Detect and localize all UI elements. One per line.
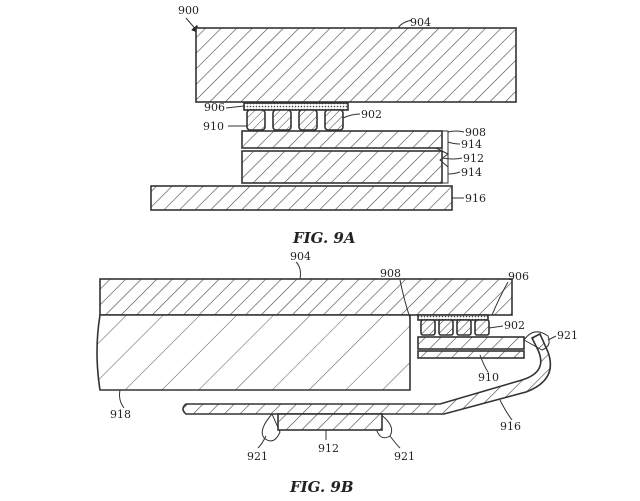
- label-912: 912: [463, 152, 484, 165]
- label-910-b: 910: [478, 371, 499, 384]
- label-914-upper: 914: [461, 138, 482, 151]
- label-904-b: 904: [290, 250, 311, 263]
- adhesive-914: [441, 130, 449, 184]
- caption-fig-9b: FIG. 9B: [289, 478, 354, 496]
- layer-906: [243, 102, 349, 111]
- layer-912: [241, 150, 443, 184]
- adhesive-921-left: [261, 413, 281, 442]
- leader-902-b: [488, 325, 504, 329]
- layer-910-b-lower: [417, 350, 525, 359]
- label-916-b: 916: [500, 420, 521, 433]
- bump-b-4: [474, 319, 490, 336]
- bump-4: [324, 109, 344, 131]
- label-908: 908: [465, 126, 486, 139]
- leader-921-left: [257, 435, 267, 449]
- leader-904-b: [295, 261, 301, 280]
- leader-918: [119, 389, 125, 409]
- layer-910-b: [417, 336, 525, 350]
- leader-910-b: [479, 354, 489, 373]
- layer-908: [241, 130, 443, 149]
- bump-2: [272, 109, 292, 131]
- panel-904-b: [99, 278, 513, 316]
- label-902: 902: [361, 108, 382, 121]
- label-921-mid: 921: [394, 450, 415, 463]
- adhesive-921-right: [523, 331, 550, 351]
- leader-908-b: [399, 279, 411, 319]
- leader-914b: [447, 171, 461, 175]
- leader-906-b: [491, 281, 509, 316]
- bumps-902: [246, 109, 344, 131]
- bump-b-1: [420, 319, 436, 336]
- leader-914a: [447, 141, 461, 145]
- label-908-b: 908: [380, 267, 401, 280]
- label-918: 918: [110, 408, 131, 421]
- leader-921-right: [547, 335, 557, 341]
- label-910: 910: [203, 120, 224, 133]
- leader-904: [397, 19, 413, 29]
- label-921-right: 921: [557, 329, 578, 342]
- label-916: 916: [465, 192, 486, 205]
- leader-912: [441, 157, 463, 160]
- housing-918: [96, 314, 411, 391]
- leaders-9b: [119, 261, 557, 449]
- flex-916: [182, 332, 552, 415]
- caption-fig-9a: FIG. 9A: [292, 229, 355, 247]
- label-914-lower: 914: [461, 166, 482, 179]
- leaders-9a: [225, 19, 465, 199]
- bump-b-2: [438, 319, 454, 336]
- panel-904: [195, 27, 517, 103]
- leader-906: [225, 105, 245, 109]
- label-921-left: 921: [247, 450, 268, 463]
- component-912-b: [277, 413, 383, 431]
- leader-916-b: [499, 399, 513, 421]
- label-904: 904: [410, 16, 431, 29]
- label-906: 906: [204, 101, 225, 114]
- label-906-b: 906: [508, 270, 529, 283]
- adhesive-921-mid: [375, 413, 393, 439]
- fig-9b: 904 908 906 902 921 910 918 916 912 921 …: [96, 250, 578, 496]
- label-902-b: 902: [504, 319, 525, 332]
- plate-916: [150, 185, 453, 211]
- leader-921-mid: [389, 435, 401, 449]
- bump-1: [246, 109, 266, 131]
- fig-9a: 900: [150, 4, 517, 247]
- bump-b-3: [456, 319, 472, 336]
- label-912-b: 912: [318, 442, 339, 455]
- adhesive-914-edge: [435, 147, 449, 168]
- leader-902: [342, 113, 361, 119]
- bump-3: [298, 109, 318, 131]
- bumps-902-b: [420, 319, 490, 336]
- leader-908: [447, 130, 465, 133]
- label-900: 900: [178, 4, 199, 17]
